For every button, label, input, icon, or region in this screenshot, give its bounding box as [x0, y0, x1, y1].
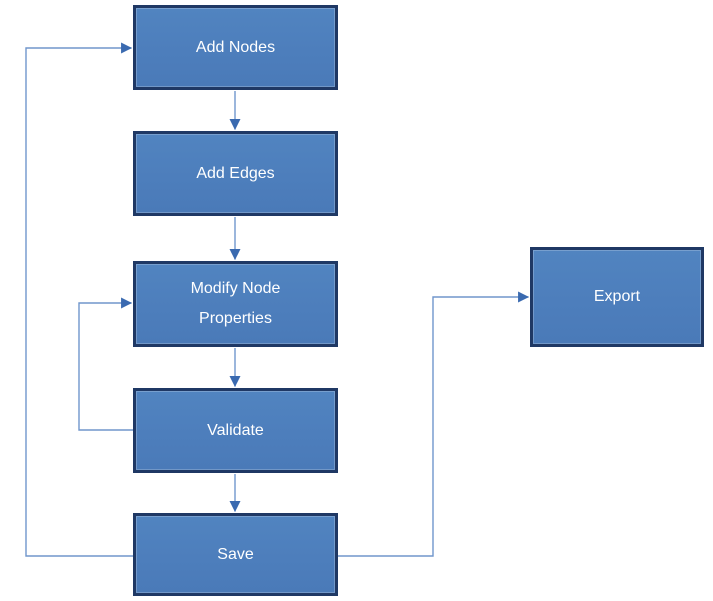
node-save: Save: [133, 513, 338, 596]
node-label: Export: [593, 288, 641, 306]
node-label: Add Edges: [196, 164, 275, 182]
node-label: Validate: [207, 421, 264, 439]
node-modify-node-properties: Modify Node Properties: [133, 261, 338, 347]
node-validate: Validate: [133, 388, 338, 473]
edge-validate-to-modify-node-properties-loop: [78, 297, 133, 431]
node-export: Export: [530, 247, 704, 347]
edge-save-to-export: [338, 291, 530, 557]
node-add-nodes: Add Nodes: [133, 5, 338, 90]
node-label: Modify Node Properties: [190, 280, 281, 327]
edge-save-to-add-nodes-loop: [25, 42, 133, 557]
node-label: Save: [217, 545, 254, 563]
node-add-edges: Add Edges: [133, 131, 338, 216]
node-label: Add Nodes: [195, 38, 276, 56]
